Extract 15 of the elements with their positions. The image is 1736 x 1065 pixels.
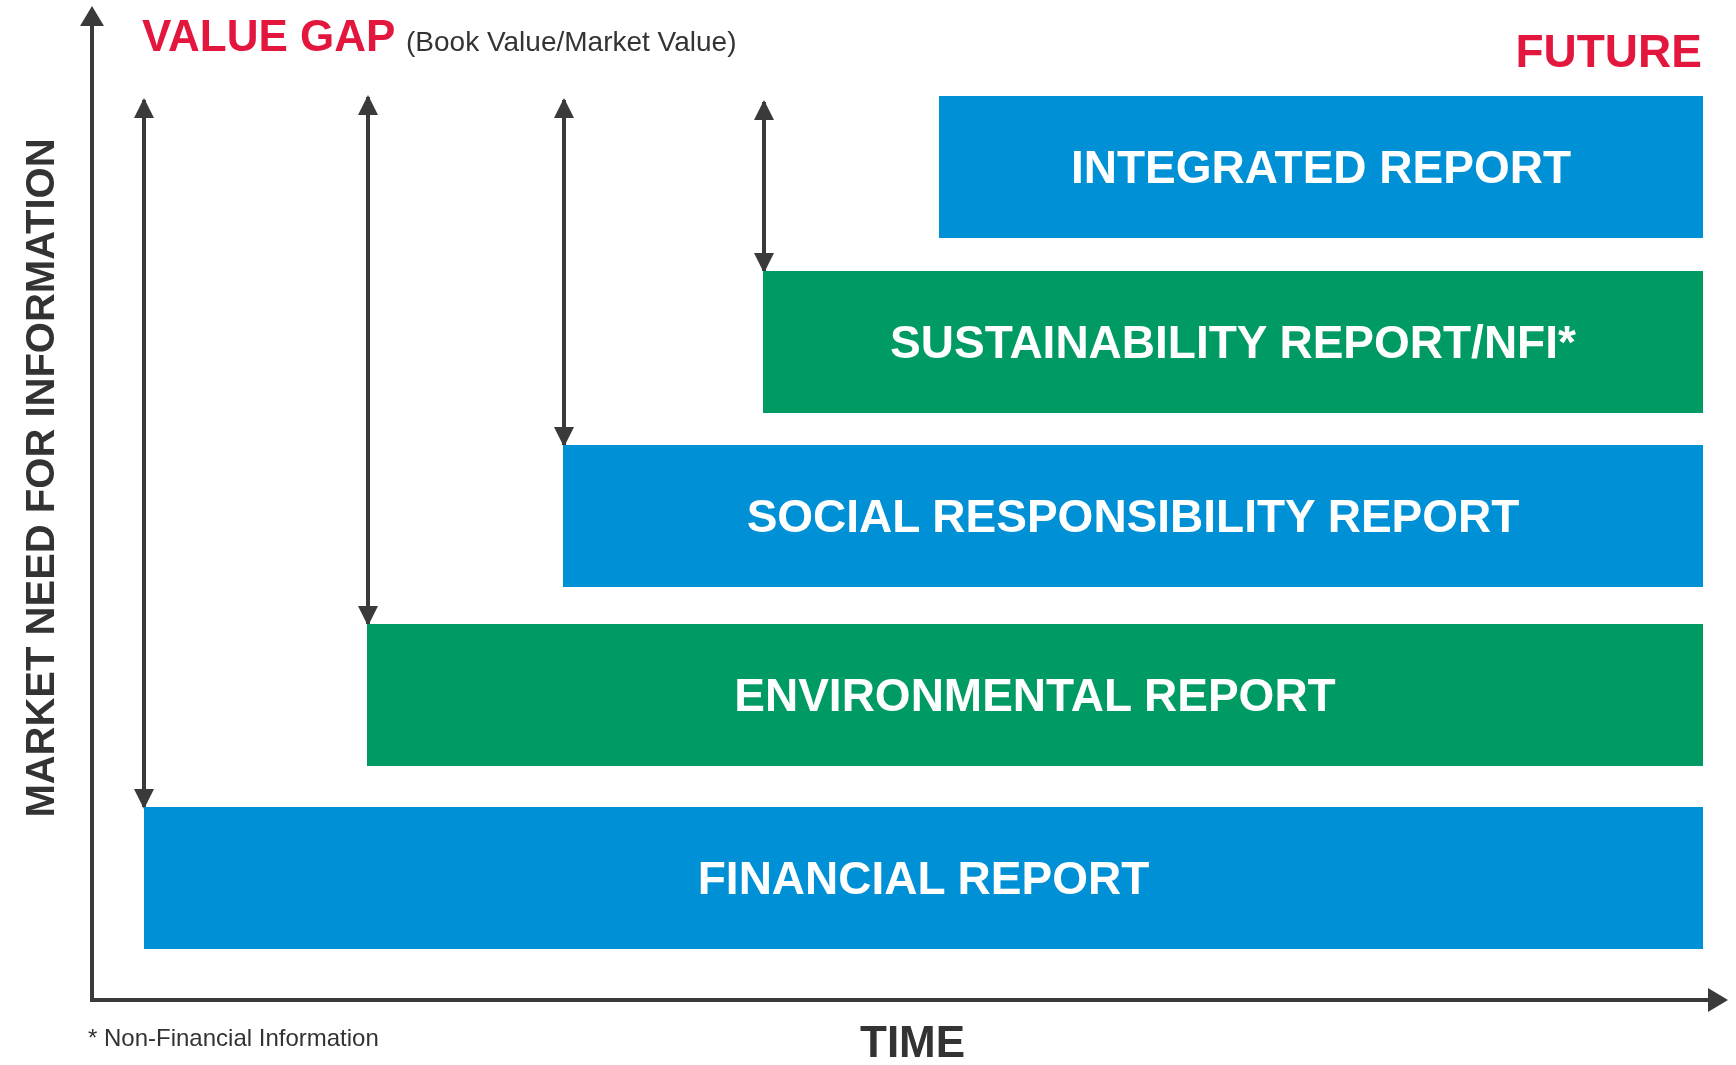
report-bar: INTEGRATED REPORT xyxy=(939,96,1703,238)
report-bar: FINANCIAL REPORT xyxy=(144,807,1703,949)
report-bar: SOCIAL RESPONSIBILITY REPORT xyxy=(563,445,1703,587)
report-bar: ENVIRONMENTAL REPORT xyxy=(367,624,1703,766)
axis-title: TIME xyxy=(860,1020,966,1064)
heading: VALUE GAP xyxy=(142,14,396,58)
double-arrow xyxy=(134,98,154,809)
report-bar: SUSTAINABILITY REPORT/NFI* xyxy=(763,271,1703,413)
double-arrow xyxy=(754,100,774,273)
heading: FUTURE xyxy=(1515,28,1702,74)
double-arrow xyxy=(358,95,378,626)
subtitle: (Book Value/Market Value) xyxy=(406,28,737,56)
double-arrow xyxy=(554,98,574,447)
axis-title: MARKET NEED FOR INFORMATION xyxy=(20,137,60,820)
footnote: * Non-Financial Information xyxy=(88,1026,379,1050)
